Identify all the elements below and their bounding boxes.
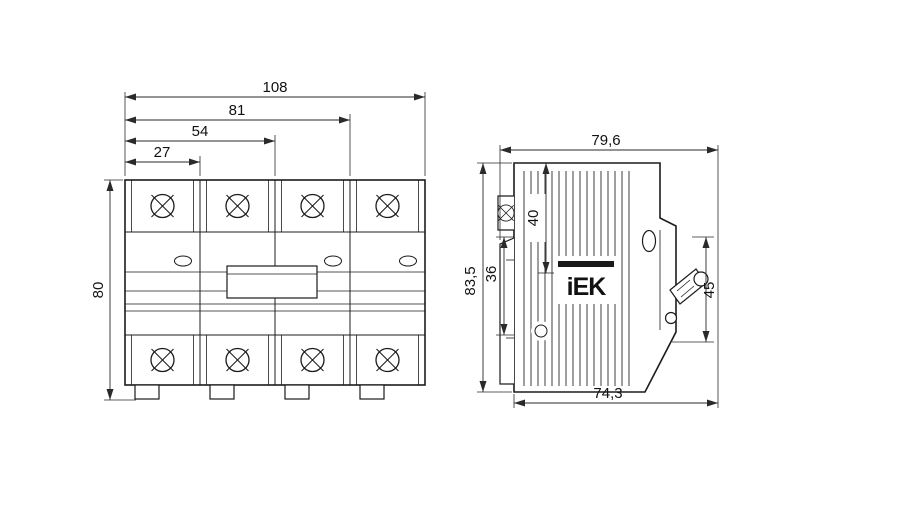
dim-label-45: 45: [701, 282, 718, 299]
dim-label-36: 36: [483, 266, 500, 283]
dim-label-74-3: 74,3: [593, 385, 622, 402]
logo-bar: [558, 261, 614, 267]
dim-label-54: 54: [192, 123, 209, 140]
brand-logo: iEK: [554, 256, 618, 304]
dim-label-108: 108: [262, 79, 287, 96]
indicator-window: [324, 255, 342, 267]
handle-area: [125, 265, 425, 312]
din-clip: [209, 384, 235, 400]
din-clip: [134, 384, 160, 400]
screw-icon: [150, 193, 175, 219]
front-slot-oval: [641, 229, 657, 253]
top-terminal-block-lines: [131, 180, 419, 232]
screw-icon: [300, 193, 325, 219]
bottom-terminal-block-lines: [131, 335, 419, 385]
handle-tie-bar: [226, 265, 318, 299]
front-circle: [664, 311, 678, 325]
front-view-dimensions: 108 81 54 27 80: [90, 79, 426, 401]
front-view: 108 81 54 27 80: [90, 79, 426, 401]
din-clip: [359, 384, 385, 400]
screw-icon: [300, 347, 325, 373]
screw-icon: [225, 193, 250, 219]
indicator-windows: [174, 255, 417, 267]
indicator-window: [399, 255, 417, 267]
screw-icon: [375, 193, 400, 219]
din-rail-clips: [134, 384, 385, 400]
screw-icon: [225, 347, 250, 373]
dim-label-40: 40: [525, 210, 542, 227]
screw-icon: [375, 347, 400, 373]
side-view-dimensions: 79,6 83,5 36 40 45 74,3: [462, 132, 719, 408]
screw-icon: [150, 347, 175, 373]
indicator-window: [174, 255, 192, 267]
dim-label-79-6: 79,6: [591, 132, 620, 149]
din-clip: [284, 384, 310, 400]
rivet-circle: [534, 324, 548, 338]
dim-label-27: 27: [154, 144, 171, 161]
dim-label-83-5: 83,5: [462, 266, 479, 295]
side-details: [531, 229, 678, 341]
dim-label-80: 80: [90, 282, 107, 299]
dim-label-81: 81: [229, 102, 246, 119]
logo-text: iEK: [567, 273, 607, 301]
side-view: iEK 79,6 83,5 36: [462, 132, 719, 408]
